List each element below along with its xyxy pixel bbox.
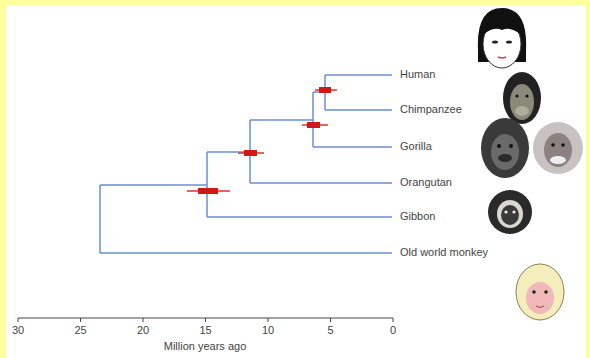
branch: [313, 92, 392, 147]
branch: [100, 185, 392, 253]
tick-label: 20: [137, 324, 149, 337]
time-axis: [18, 318, 393, 322]
species-label: Human: [400, 68, 435, 81]
branch: [325, 75, 392, 110]
branch: [207, 152, 392, 217]
axis-title: Million years ago: [164, 340, 247, 353]
tick-label: 10: [262, 324, 274, 337]
error-bars: [187, 87, 337, 194]
branch: [250, 120, 392, 183]
tick-label: 30: [12, 324, 24, 337]
tick-label: 0: [390, 324, 396, 337]
species-label: Chimpanzee: [400, 103, 462, 116]
human-face: [478, 8, 526, 68]
tick-label: 15: [199, 324, 211, 337]
gorilla-face: [481, 118, 529, 178]
species-label: Gibbon: [400, 210, 435, 223]
gibbon-face: [488, 190, 532, 234]
species-label: Gorilla: [400, 140, 432, 153]
species-label: Orangutan: [400, 176, 452, 189]
species-label: Old world monkey: [400, 246, 488, 259]
orangutan-face: [533, 122, 583, 174]
monkey-face: [516, 264, 564, 320]
chimpanzee-face: [503, 72, 541, 124]
tick-label: 25: [74, 324, 86, 337]
tree-branches: [100, 75, 392, 253]
tick-label: 5: [327, 324, 333, 337]
